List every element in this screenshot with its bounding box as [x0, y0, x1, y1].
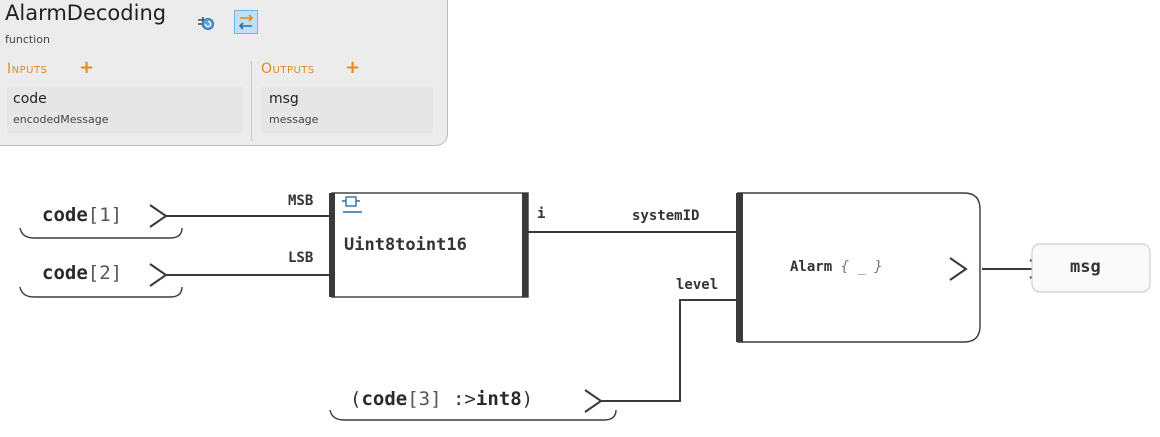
block2-input-bar	[736, 193, 743, 342]
output-pill	[1031, 243, 1151, 293]
output-msg-label[interactable]: msg	[1070, 257, 1101, 277]
input3-cast-op: :>	[441, 388, 476, 410]
input1-label[interactable]: code[1]	[42, 204, 122, 226]
block2-pin-systemid[interactable]: systemID	[632, 208, 700, 224]
function-kind: function	[5, 33, 50, 46]
block1-pin-lsb[interactable]: LSB	[288, 250, 314, 266]
output-port-type: message	[269, 113, 319, 126]
input1-bracket	[19, 227, 183, 239]
input3-open-paren: (	[350, 388, 362, 410]
input1-chevron	[149, 204, 168, 228]
function-name[interactable]: AlarmDecoding	[5, 1, 167, 25]
add-output-button[interactable]: +	[345, 57, 361, 78]
input3-label[interactable]: (code[3] :>int8)	[350, 388, 533, 410]
block2-box	[737, 192, 981, 343]
input2-bracket	[19, 286, 183, 298]
block1-input-bar	[329, 193, 335, 297]
input-port-item[interactable]: code encodedMessage	[7, 87, 243, 133]
swap-icon[interactable]	[234, 10, 258, 34]
block1-output-bar	[522, 193, 528, 297]
block1-pin-msb[interactable]: MSB	[288, 193, 314, 209]
block1-icon	[342, 196, 362, 213]
block2-title: Alarm	[790, 259, 833, 275]
sync-icon[interactable]	[194, 11, 216, 33]
function-header-panel: AlarmDecoding function Inputs + Outputs …	[0, 0, 448, 146]
alarm-chevron	[949, 257, 968, 281]
output-port-name: msg	[269, 91, 299, 107]
input1-name: code	[42, 204, 88, 226]
add-input-button[interactable]: +	[79, 57, 95, 78]
input2-label[interactable]: code[2]	[42, 262, 122, 284]
block2-brace: { _ }	[840, 259, 883, 275]
input1-index: [1]	[87, 204, 123, 226]
block2-title-group[interactable]: Alarm { _ }	[790, 259, 883, 275]
input3-index: [3]	[407, 388, 442, 410]
input3-bracket	[329, 409, 617, 421]
inputs-title: Inputs	[7, 61, 48, 77]
input2-chevron	[149, 263, 168, 287]
section-divider	[251, 61, 252, 141]
wire-input3-level	[601, 299, 738, 402]
input-port-type: encodedMessage	[13, 113, 109, 126]
input2-name: code	[42, 262, 88, 284]
input-port-name: code	[13, 91, 47, 107]
input3-close-paren: )	[521, 388, 534, 410]
input3-chevron	[584, 389, 603, 413]
output-port-item[interactable]: msg message	[261, 87, 433, 133]
input2-index: [2]	[87, 262, 123, 284]
input3-cast-type: int8	[475, 388, 522, 410]
input3-name: code	[361, 388, 408, 410]
outputs-title: Outputs	[261, 61, 315, 77]
block2-pin-level[interactable]: level	[676, 277, 719, 293]
block1-pin-i[interactable]: i	[537, 206, 546, 222]
block1-title[interactable]: Uint8toint16	[344, 235, 467, 255]
